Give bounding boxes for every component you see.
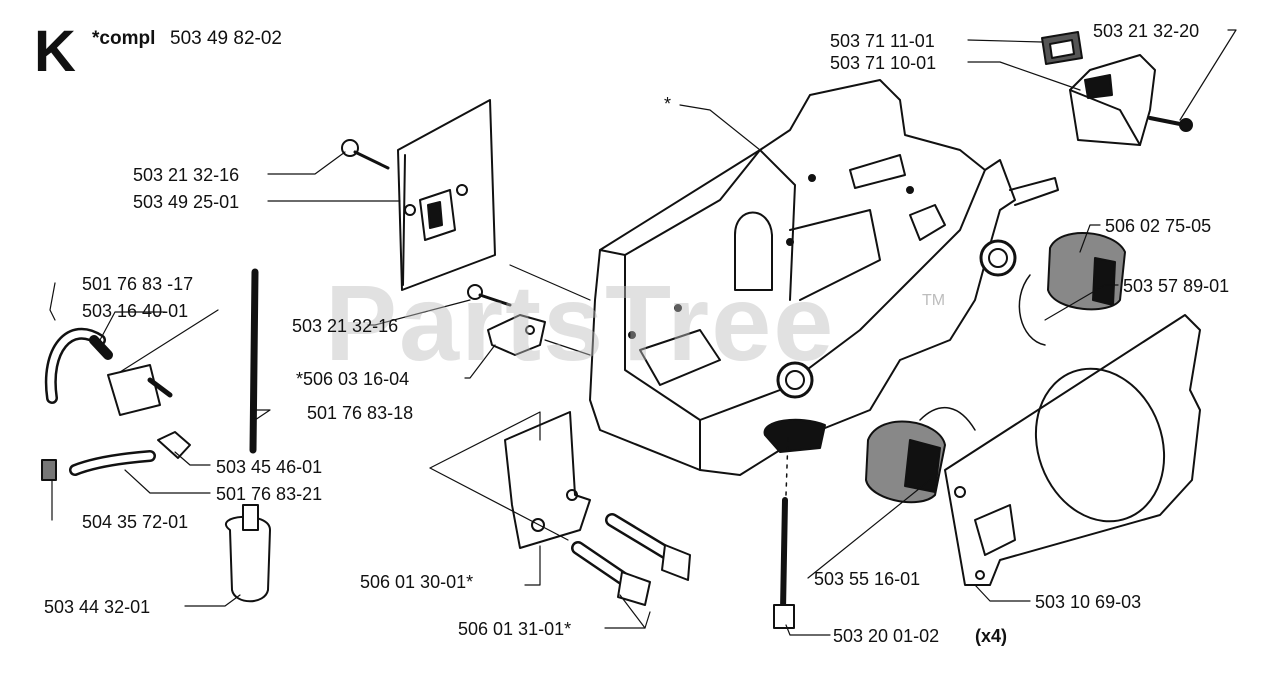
part-label[interactable]: 506 01 30-01* [360,572,474,592]
part-label[interactable]: 503 21 32-16 [133,165,240,185]
compl-prefix: *compl [92,28,156,49]
part-label[interactable]: 506 02 75-05 [1105,216,1212,236]
watermark: PartsTree [325,262,836,383]
clutch-cover-housing [589,79,1059,476]
part-label[interactable]: *506 03 16-04 [296,369,410,389]
part-label[interactable]: 503 21 32-16 [292,316,399,336]
part-label[interactable]: 503 20 01-02 [833,626,940,646]
part-label[interactable]: 503 49 25-01 [133,192,240,212]
part-label[interactable]: 501 76 83-21 [216,484,323,504]
side-plate [944,314,1201,586]
long-screw [773,437,795,629]
watermark-trademark: TM [922,292,946,309]
part-label[interactable]: 503 21 32-20 [1093,21,1200,41]
part-label[interactable]: 503 44 32-01 [44,597,151,617]
part-label[interactable]: 503 55 16-01 [814,569,921,589]
part-label[interactable]: 501 76 83 -17 [82,274,194,294]
part-label[interactable]: 503 71 11-01 [830,31,935,51]
part-label[interactable]: 503 57 89-01 [1123,276,1230,296]
part-label[interactable]: 503 71 10-01 [830,53,937,73]
leader-lines [49,29,1237,636]
asterisk-label: * [664,94,672,114]
part-label[interactable]: 504 35 72-01 [82,512,189,532]
part-label[interactable]: 503 16 40-01 [82,301,189,321]
compl-number: 503 49 82-02 [170,28,282,49]
av-buffers [865,231,1126,504]
part-quantity: (x4) [975,626,1008,646]
part-label[interactable]: 501 76 83-18 [307,403,414,423]
part-label[interactable]: 503 45 46-01 [216,457,323,477]
part-label[interactable]: 503 10 69-03 [1035,592,1142,612]
bumper-bracket [504,411,691,606]
fuel-line-parts [41,268,271,603]
part-label[interactable]: 506 01 31-01* [458,619,572,639]
section-letter: K [34,19,76,84]
guide-plate [341,99,496,291]
lever-part [467,284,546,356]
bracket-assembly [1041,31,1193,146]
